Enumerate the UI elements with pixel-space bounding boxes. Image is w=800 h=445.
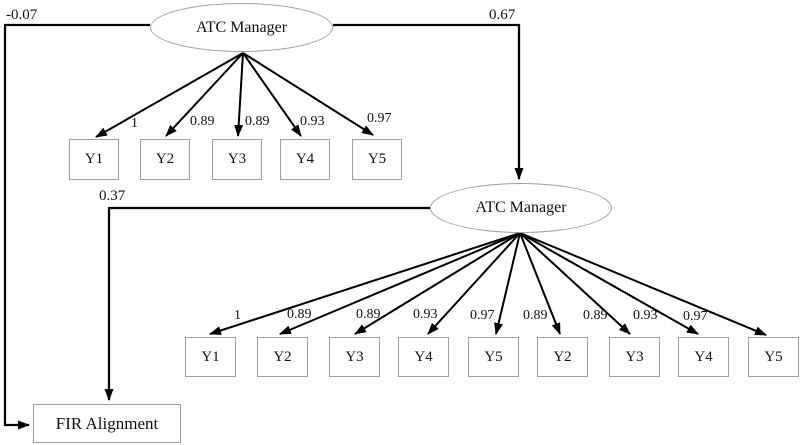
path-latent1-to-outcome-line — [3, 23, 150, 430]
loading-arrow-m1-y3 — [234, 52, 244, 137]
indicator-box-m2-y2b: Y2 — [537, 337, 588, 377]
loading-label-m2-y3: 0.89 — [356, 307, 381, 322]
loading-arrow-m2-y2 — [279, 232, 521, 335]
loading-arrow-m2-y4b — [519, 232, 699, 335]
loading-label-m2-y2b: 0.89 — [523, 308, 548, 323]
loading-label-m1-y2: 0.89 — [190, 114, 215, 129]
latent-node-atc-manager-1: ATC Manager — [150, 3, 333, 52]
loading-arrow-m2-y3 — [354, 232, 521, 335]
loading-label-m2-y1: 1 — [234, 308, 241, 323]
loading-label-m1-y1: 1 — [131, 116, 138, 131]
loading-label-m2-y5b: 0.97 — [683, 309, 708, 324]
outcome-box-fir-alignment: FIR Alignment — [33, 404, 181, 443]
loading-label-m1-y3: 0.89 — [245, 114, 270, 129]
loading-arrow-m2-y3b — [519, 232, 631, 335]
coefficient-label-latent1-outcome: -0.07 — [6, 7, 38, 23]
indicator-box-m2-y4b: Y4 — [678, 337, 729, 377]
indicator-box-m1-y2: Y2 — [140, 139, 190, 180]
indicator-box-m2-y2: Y2 — [257, 337, 308, 377]
indicator-box-m1-y4: Y4 — [280, 139, 330, 180]
indicator-box-m1-y3: Y3 — [212, 139, 262, 180]
indicator-box-m2-y3: Y3 — [329, 337, 380, 377]
loading-arrow-m1-y5 — [242, 52, 374, 136]
loading-label-m1-y5: 0.97 — [367, 111, 392, 126]
loading-label-m2-y4: 0.93 — [413, 307, 438, 322]
path-latent2-to-outcome-line — [104, 206, 430, 401]
loading-arrow-m2-y2b — [519, 232, 561, 335]
loading-label-m2-y5: 0.97 — [470, 308, 495, 323]
path-latent1-to-latent2-line — [333, 23, 524, 180]
indicator-box-m1-y1: Y1 — [69, 139, 119, 180]
indicator-box-m2-y3b: Y3 — [609, 337, 660, 377]
indicator-box-m2-y5: Y5 — [468, 337, 519, 377]
loading-arrow-m1-y2 — [165, 52, 244, 137]
indicator-box-m2-y4: Y4 — [398, 337, 449, 377]
loading-arrow-m2-y5b — [519, 232, 767, 336]
coefficient-label-latent2-outcome: 0.37 — [99, 188, 126, 204]
indicator-box-m1-y5: Y5 — [352, 139, 402, 180]
coefficient-label-latent1-latent2: 0.67 — [489, 7, 516, 23]
loading-arrow-m2-y4 — [427, 232, 521, 335]
loading-label-m2-y2: 0.89 — [287, 307, 312, 322]
indicator-box-m2-y1: Y1 — [185, 337, 236, 377]
loading-label-m2-y3b: 0.89 — [583, 308, 608, 323]
loading-label-m2-y4b: 0.93 — [633, 308, 658, 323]
loading-label-m1-y4: 0.93 — [300, 114, 325, 129]
loading-arrow-m2-y1 — [209, 232, 521, 335]
indicator-box-m2-y5b: Y5 — [748, 337, 799, 377]
loading-arrow-m1-y1 — [95, 52, 244, 138]
latent-node-atc-manager-2: ATC Manager — [430, 183, 612, 233]
loading-arrow-m1-y4 — [242, 52, 302, 137]
loading-arrow-m2-y5 — [494, 232, 521, 335]
